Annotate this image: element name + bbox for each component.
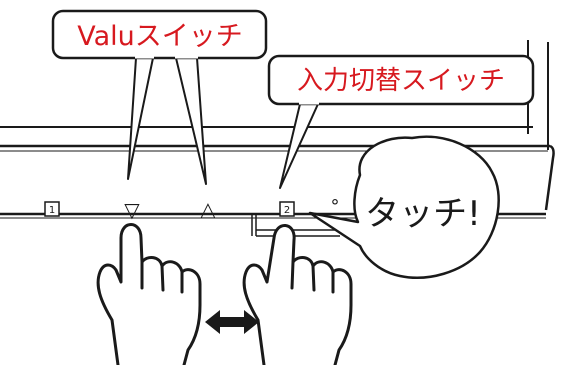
button-2[interactable]: 2 xyxy=(279,201,295,217)
power-indicator: ° xyxy=(331,196,340,217)
up-button[interactable]: △ xyxy=(200,197,216,221)
button-1[interactable]: 1 xyxy=(44,201,60,217)
value-switch-callout: Valuスイッチ xyxy=(51,9,268,185)
value-switch-label: Valuスイッチ xyxy=(77,21,243,52)
input-switch-callout: 入力切替スイッチ xyxy=(267,54,535,189)
button-2-label: 2 xyxy=(284,205,290,216)
pointing-hand-icon xyxy=(242,224,353,367)
touch-label: タッチ! xyxy=(365,194,481,234)
input-switch-label: 入力切替スイッチ xyxy=(297,66,505,96)
button-1-label: 1 xyxy=(49,205,55,216)
pointing-hand-icon xyxy=(96,223,202,367)
down-button[interactable]: ▽ xyxy=(124,198,140,222)
stand-base xyxy=(251,214,348,237)
double-arrow-icon xyxy=(205,310,259,334)
touch-speech-bubble: タッチ! xyxy=(308,135,500,279)
